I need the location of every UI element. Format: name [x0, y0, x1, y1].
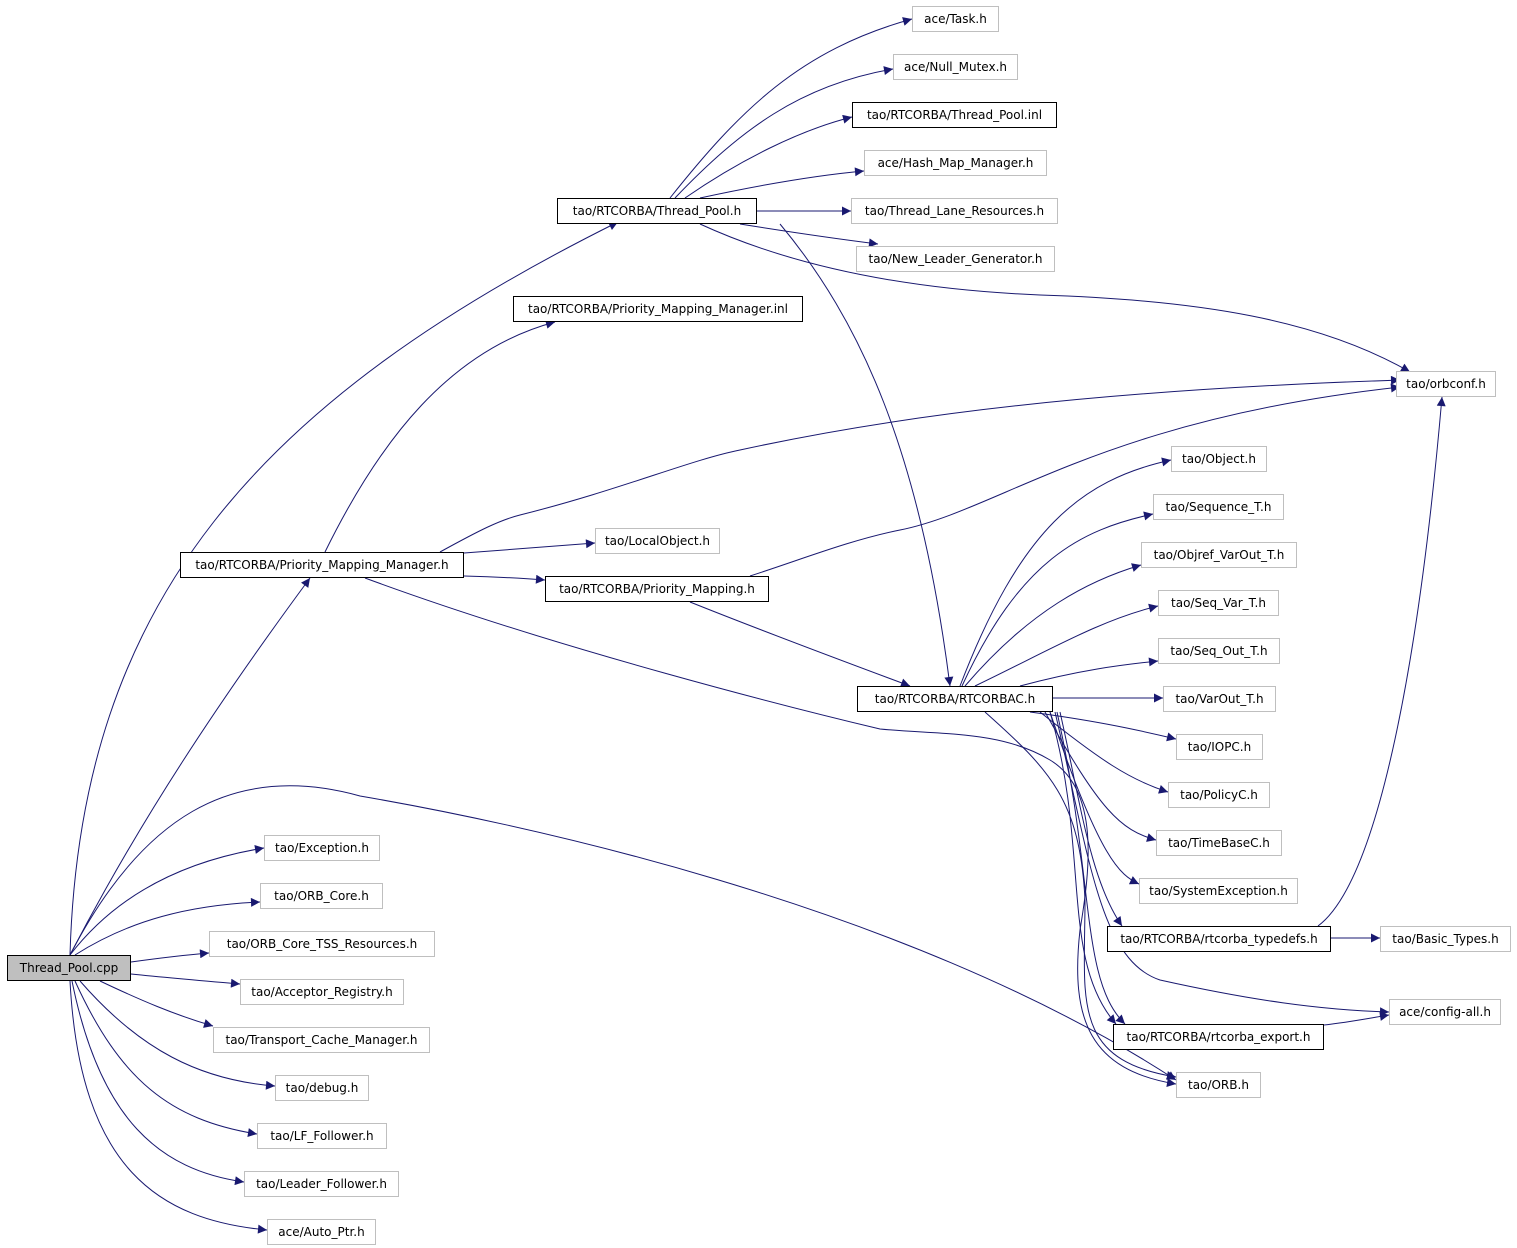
node-objref-varout-t-h[interactable]: tao/Objref_VarOut_T.h	[1141, 542, 1297, 568]
edge-root-to-lf-follower	[74, 980, 258, 1138]
edge-root-to-orb-core-tss	[130, 949, 210, 963]
node-acceptor-registry-h[interactable]: tao/Acceptor_Registry.h	[240, 979, 404, 1005]
edge-rtcorbac-to-sequence-t	[961, 511, 1154, 687]
node-varout-t-h[interactable]: tao/VarOut_T.h	[1163, 686, 1276, 712]
edge-rtcorbac-to-rtcorba-export-a	[1049, 711, 1117, 1025]
node-sequence-t-h[interactable]: tao/Sequence_T.h	[1153, 494, 1284, 520]
edge-rtcorbac-to-policyc	[1039, 711, 1169, 794]
node-iopc-h[interactable]: tao/IOPC.h	[1176, 734, 1263, 760]
edge-rtcorbac-to-config-all	[1054, 711, 1390, 1017]
node-new-leader-generator-h[interactable]: tao/New_Leader_Generator.h	[856, 246, 1055, 272]
edge-pmm-h-to-priority-mapping	[463, 574, 546, 584]
node-rtcorba-typedefs-h[interactable]: tao/RTCORBA/rtcorba_typedefs.h	[1107, 926, 1331, 952]
node-priority-mapping-h[interactable]: tao/RTCORBA/Priority_Mapping.h	[545, 576, 769, 602]
node-hash-map-manager-h[interactable]: ace/Hash_Map_Manager.h	[864, 150, 1047, 176]
node-ace-task-h[interactable]: ace/Task.h	[912, 6, 999, 32]
edge-root-to-leader-follower	[71, 980, 245, 1186]
edge-thread-pool-h-to-rtcorbac	[779, 223, 954, 687]
node-basic-types-h[interactable]: tao/Basic_Types.h	[1380, 926, 1511, 952]
node-transport-cache-manager-h[interactable]: tao/Transport_Cache_Manager.h	[213, 1027, 430, 1053]
edge-root-to-pmm-h	[69, 577, 311, 956]
node-ace-null-mutex-h[interactable]: ace/Null_Mutex.h	[893, 54, 1018, 80]
edge-rtcorbac-to-rtcorba-export-b	[1056, 711, 1126, 1025]
edge-thread-pool-h-to-thread-pool-inl	[684, 114, 853, 199]
node-rtcorbac-h[interactable]: tao/RTCORBA/RTCORBAC.h	[857, 686, 1053, 712]
node-priority-mapping-manager-h[interactable]: tao/RTCORBA/Priority_Mapping_Manager.h	[180, 552, 464, 578]
edge-pmm-h-to-orb-h	[364, 577, 1177, 1087]
node-auto-ptr-h[interactable]: ace/Auto_Ptr.h	[267, 1219, 376, 1245]
edge-thread-pool-h-to-ace-task	[669, 17, 913, 199]
edge-priority-mapping-to-rtcorbac	[689, 601, 911, 688]
edge-rtcorbac-to-orb-h	[984, 711, 1177, 1081]
node-policyc-h[interactable]: tao/PolicyC.h	[1168, 782, 1270, 808]
edge-rtcorbac-to-seq-var	[974, 603, 1159, 687]
edge-rtcorbac-to-objref-varout	[964, 563, 1142, 687]
node-thread-pool-h[interactable]: tao/RTCORBA/Thread_Pool.h	[557, 198, 757, 224]
node-thread-pool-inl[interactable]: tao/RTCORBA/Thread_Pool.inl	[852, 102, 1057, 128]
edge-root-to-exception	[69, 845, 265, 956]
edge-thread-pool-h-to-orbconf	[699, 223, 1411, 373]
edge-rtcorba-typedefs-to-orbconf	[1317, 396, 1446, 927]
edge-rtcorbac-to-system-exception	[1049, 711, 1140, 885]
edge-rtcorbac-to-timebasec	[1044, 711, 1157, 842]
node-timebasec-h[interactable]: tao/TimeBaseC.h	[1156, 830, 1282, 856]
edge-root-to-thread-pool-h	[69, 221, 619, 956]
edge-root-to-acceptor-registry	[130, 973, 241, 988]
node-lf-follower-h[interactable]: tao/LF_Follower.h	[257, 1123, 387, 1149]
edge-root-to-transport-cache	[99, 980, 214, 1028]
edge-priority-mapping-to-orbconf	[749, 383, 1401, 577]
edge-rtcorbac-to-iopc	[1029, 711, 1177, 742]
node-orbconf-h[interactable]: tao/orbconf.h	[1396, 371, 1496, 397]
edge-pmm-h-to-orbconf	[439, 375, 1401, 553]
node-object-h[interactable]: tao/Object.h	[1171, 446, 1267, 472]
edge-root-to-auto-ptr	[69, 980, 268, 1234]
edge-root-to-orb-h	[69, 785, 1177, 1081]
node-local-object-h[interactable]: tao/LocalObject.h	[595, 528, 720, 554]
edge-pmm-h-to-local-object	[463, 539, 596, 554]
edge-thread-pool-h-to-hash-map-manager	[699, 167, 865, 199]
node-orb-core-tss-resources-h[interactable]: tao/ORB_Core_TSS_Resources.h	[209, 931, 435, 957]
edge-rtcorbac-to-object	[959, 457, 1172, 687]
node-thread-pool-cpp: Thread_Pool.cpp	[7, 955, 131, 981]
node-system-exception-h[interactable]: tao/SystemException.h	[1139, 878, 1298, 904]
node-orb-core-h[interactable]: tao/ORB_Core.h	[260, 883, 383, 909]
node-rtcorba-export-h[interactable]: tao/RTCORBA/rtcorba_export.h	[1113, 1024, 1324, 1050]
edge-thread-pool-h-to-new-leader-generator	[739, 223, 879, 248]
dependency-edges	[69, 17, 1446, 1234]
node-leader-follower-h[interactable]: tao/Leader_Follower.h	[244, 1171, 399, 1197]
node-seq-out-t-h[interactable]: tao/Seq_Out_T.h	[1158, 638, 1280, 664]
node-priority-mapping-manager-inl[interactable]: tao/RTCORBA/Priority_Mapping_Manager.inl	[513, 296, 803, 322]
edge-rtcorbac-to-seq-out	[1019, 657, 1159, 687]
edge-pmm-h-to-pmm-inl	[324, 319, 556, 553]
node-seq-var-t-h[interactable]: tao/Seq_Var_T.h	[1158, 590, 1279, 616]
node-exception-h[interactable]: tao/Exception.h	[264, 835, 380, 861]
edge-rtcorbac-to-rtcorba-typedefs	[1059, 711, 1123, 927]
edge-rtcorba-export-to-config-all	[1323, 1011, 1390, 1026]
node-orb-h[interactable]: tao/ORB.h	[1176, 1072, 1261, 1098]
edge-thread-pool-h-to-null-mutex	[674, 66, 894, 199]
node-thread-lane-resources-h[interactable]: tao/Thread_Lane_Resources.h	[851, 198, 1058, 224]
node-config-all-h[interactable]: ace/config-all.h	[1389, 999, 1501, 1025]
node-debug-h[interactable]: tao/debug.h	[275, 1075, 369, 1101]
edge-root-to-debug	[79, 980, 276, 1090]
edge-root-to-orb-core	[74, 897, 261, 956]
